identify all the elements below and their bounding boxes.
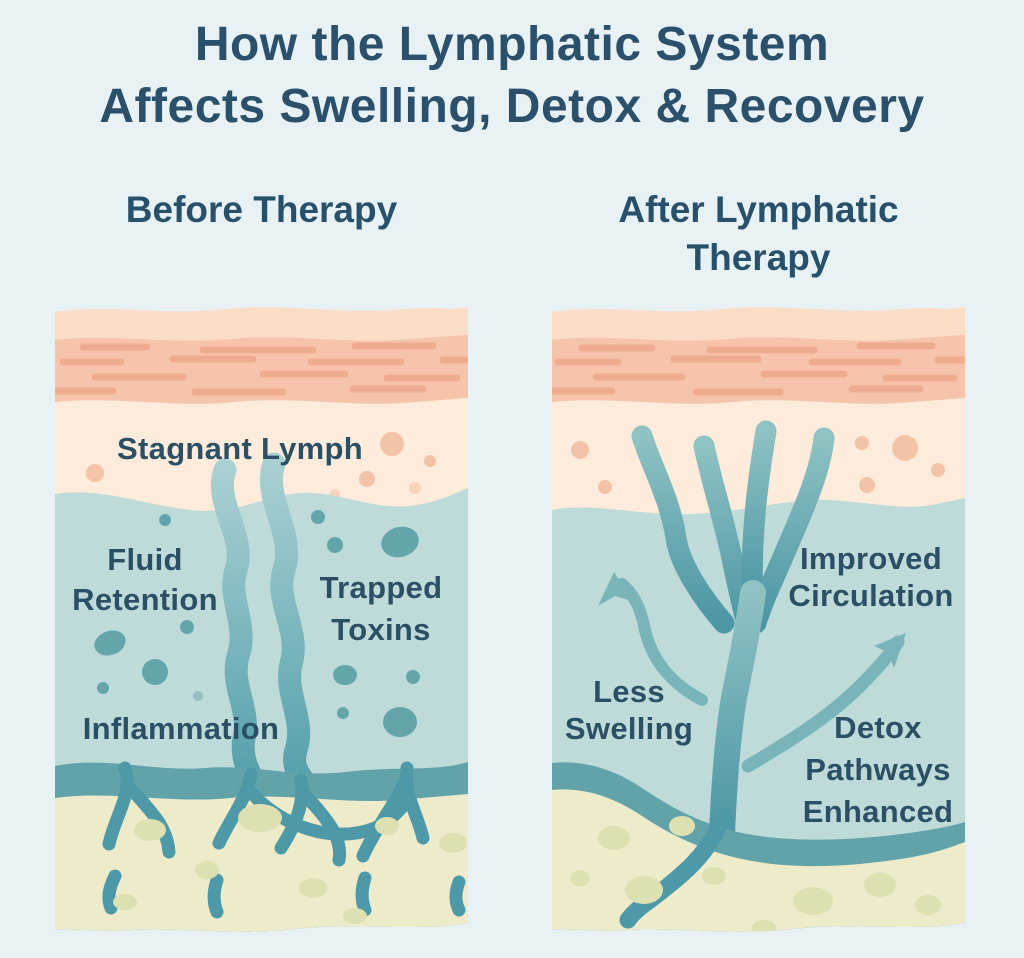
after-skin-diagram — [552, 307, 965, 932]
annotation-inflammation: Inflammation — [82, 711, 280, 746]
up-arrow-icon — [598, 572, 708, 706]
annotation-less-swelling: Less Swelling — [564, 674, 694, 746]
title-line-2: Affects Swelling, Detox & Recovery — [99, 80, 925, 133]
annotation-improved-circulation: Improved Circulation — [788, 541, 954, 613]
annotation-detox-pathways: Detox Pathways Enhanced — [802, 710, 954, 829]
before-skin-diagram — [55, 307, 468, 932]
annotation-fluid-retention: Fluid Retention — [72, 542, 218, 617]
title-line-1: How the Lymphatic System — [194, 18, 830, 71]
deep-tissue-spots — [570, 816, 941, 932]
deep-tissue-spots — [113, 804, 467, 924]
subcutis-dots — [86, 432, 436, 499]
annotation-stagnant-lymph: Stagnant Lymph — [117, 431, 363, 466]
up-right-arrow-icon — [741, 633, 906, 773]
lymph-vessel-tree — [631, 420, 835, 846]
before-panel-label: Before Therapy — [125, 189, 398, 230]
subcutis-dots — [571, 435, 945, 494]
dermis-stripes — [552, 342, 965, 396]
after-panel-label: After Lymphatic Therapy — [618, 189, 899, 278]
toxin-dots — [94, 510, 420, 737]
stagnant-lymph-vessels — [210, 452, 315, 792]
dermis-stripes — [55, 342, 468, 396]
annotation-trapped-toxins: Trapped Toxins — [319, 570, 443, 647]
page-title: How the Lymphatic System Affects Swellin… — [0, 14, 1024, 138]
